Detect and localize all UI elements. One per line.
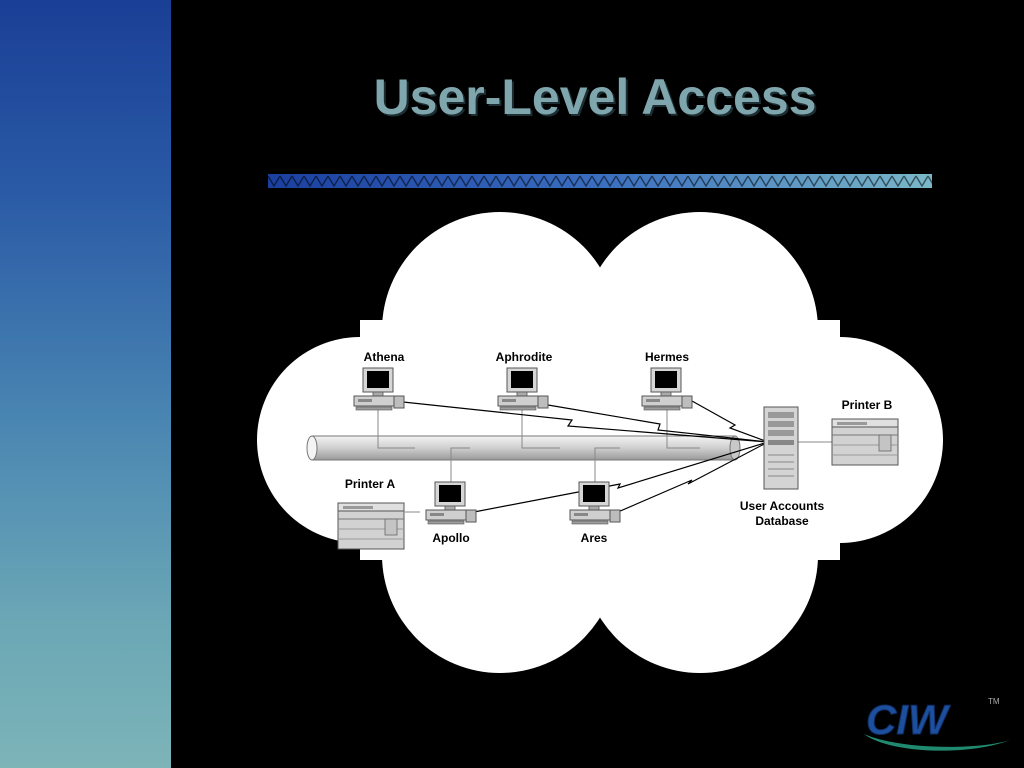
sidebar-gradient-panel (0, 0, 171, 768)
label-athena: Athena (364, 350, 405, 364)
cable-drops (377, 410, 833, 513)
logo-trademark: TM (988, 697, 1000, 706)
label-ares: Ares (581, 531, 608, 545)
label-printer-b: Printer B (842, 398, 893, 412)
printer-icon-b (831, 418, 899, 466)
logo-text: CIW (866, 696, 951, 743)
printer-icon-a (337, 502, 405, 550)
label-apollo: Apollo (432, 531, 469, 545)
label-printer-a: Printer A (345, 477, 396, 491)
label-hermes: Hermes (645, 350, 689, 364)
decorative-divider (268, 174, 932, 188)
database-server (763, 406, 799, 490)
label-aphrodite: Aphrodite (496, 350, 553, 364)
slide-title: User-Level Access (373, 69, 817, 125)
label-server-line2: Database (755, 514, 809, 528)
ciw-logo: CIW TM (864, 696, 1010, 751)
access-links (402, 400, 769, 513)
label-server-line1: User Accounts (740, 499, 825, 513)
